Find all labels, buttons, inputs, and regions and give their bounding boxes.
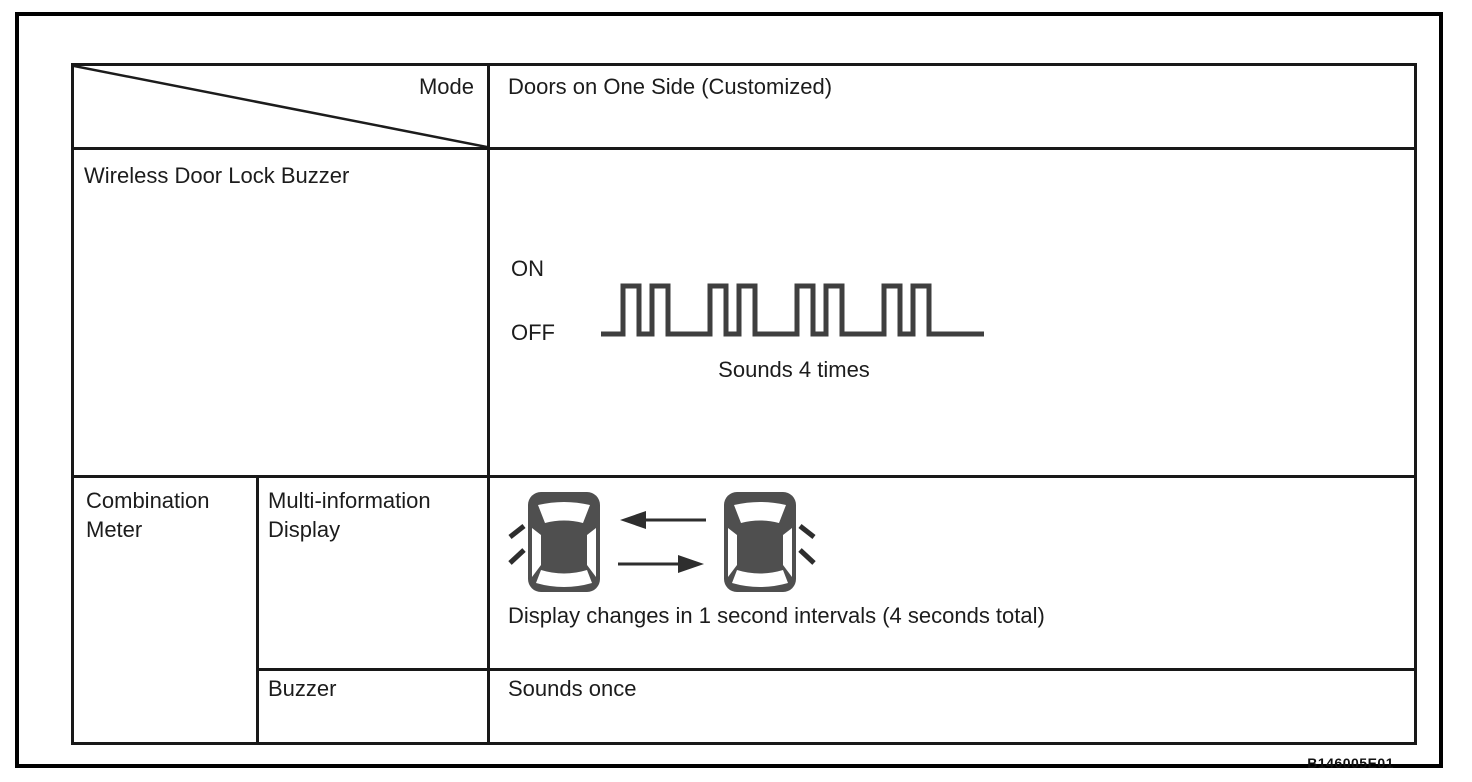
waveform-caption: Sounds 4 times (718, 357, 870, 382)
header-corner-label: Mode (418, 74, 474, 99)
car-top-view-right-doors-icon (724, 492, 816, 592)
header-diagonal-line (74, 66, 487, 147)
buzzer-sub-label: Buzzer (268, 676, 337, 701)
display-caption: Display changes in 1 second intervals (4… (508, 603, 1045, 628)
figure-code: B146005E01 (1307, 755, 1394, 771)
column-divider-main (487, 66, 490, 742)
row-divider-buzzer (256, 668, 1414, 671)
buzzer-sub-value: Sounds once (508, 676, 637, 701)
waveform-on-label: ON (511, 256, 544, 281)
alternation-arrows-icon (618, 511, 706, 573)
header-mode-value: Doors on One Side (Customized) (508, 74, 833, 99)
combination-meter-label: Combination Meter (86, 488, 210, 542)
door-warning-table: Mode Doors on One Side (Customized) Wire… (71, 63, 1417, 745)
waveform-off-label: OFF (511, 320, 555, 345)
buzzer-waveform-path (601, 283, 984, 337)
wireless-buzzer-label: Wireless Door Lock Buzzer (84, 163, 350, 188)
row-divider-header (74, 147, 1414, 150)
car-top-view-left-doors-icon (508, 492, 600, 592)
row-divider-wireless (74, 475, 1414, 478)
page-frame: Mode Doors on One Side (Customized) Wire… (15, 12, 1443, 771)
multi-information-display-label: Multi-information Display (268, 488, 431, 542)
buzzer-waveform-icon (601, 283, 984, 337)
display-alternation-graphic (508, 490, 816, 594)
column-divider-sub (256, 475, 259, 742)
